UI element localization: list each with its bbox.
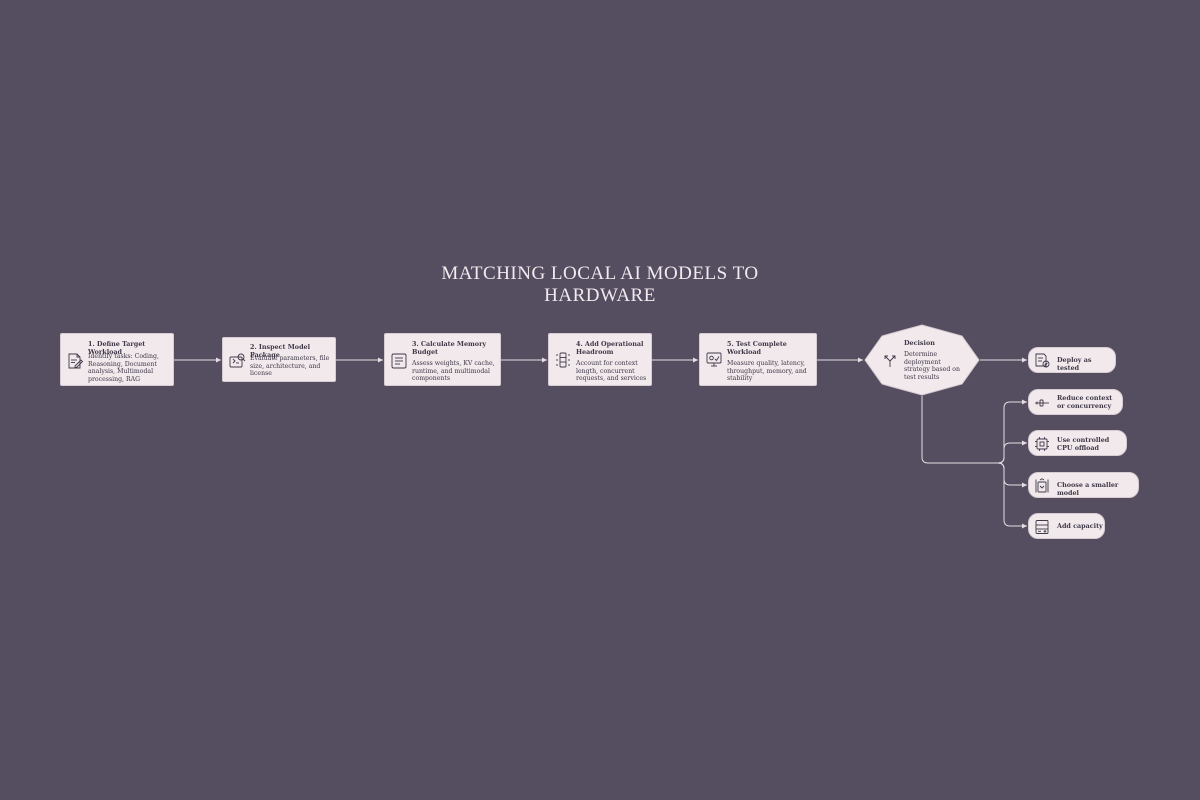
slider-reduce-icon [1035, 399, 1049, 407]
step-card-operational-headroom: 4. Add Operational Headroom Account for … [548, 333, 652, 386]
shrink-box-icon [1035, 478, 1049, 493]
edge-branch-smaller [997, 462, 1027, 488]
outcome-smaller-model: Choose a smaller model [1028, 472, 1139, 498]
add-storage-icon [1035, 520, 1049, 534]
deploy-check-icon [1035, 353, 1050, 368]
edge-decision-branch-trunk [921, 396, 998, 464]
decision-node: Decision Determine deployment strategy b… [864, 324, 980, 396]
step-description: Evaluate parameters, file size, architec… [250, 355, 330, 378]
step-description: Measure quality, latency, throughput, me… [727, 360, 807, 383]
decision-description: Determine deployment strategy based on t… [904, 351, 961, 381]
outcome-label: Deploy as tested [1057, 356, 1092, 372]
diagram-title-line-2: HARDWARE [544, 285, 656, 306]
step-card-memory-budget: 3. Calculate Memory Budget Assess weight… [384, 333, 501, 386]
step-card-test-workload: 5. Test Complete Workload Measure qualit… [699, 333, 817, 386]
edge-branch-cpu [997, 440, 1027, 464]
step-description: Identify tasks: Coding, Reasoning, Docum… [88, 353, 159, 383]
step-card-define-workload: 1. Define Target Workload Identify tasks… [60, 333, 174, 386]
edge-branch-reduce [997, 399, 1027, 464]
outcome-label: Choose a smaller model [1057, 481, 1119, 497]
step-title: 2. Inspect Model Package [250, 343, 311, 359]
edge-branch-capacity [997, 462, 1027, 529]
decision-title: Decision [904, 339, 935, 347]
outcome-label: Reduce context or concurrency [1057, 394, 1113, 410]
monitor-test-icon [706, 352, 722, 367]
step-title: 3. Calculate Memory Budget [412, 340, 487, 356]
outcome-reduce-context: Reduce context or concurrency [1028, 389, 1123, 415]
server-rack-icon [556, 352, 570, 368]
memory-list-icon [391, 353, 407, 369]
outcome-deploy-as-tested: Deploy as tested [1028, 347, 1116, 373]
step-description: Assess weights, KV cache, runtime, and m… [412, 360, 495, 383]
outcome-add-capacity: Add capacity [1028, 513, 1105, 539]
step-title: 4. Add Operational Headroom [576, 340, 644, 356]
step-description: Account for context length, concurrent r… [576, 360, 647, 383]
outcome-label: Add capacity [1057, 522, 1103, 530]
outcome-cpu-offload: Use controlled CPU offload [1028, 430, 1127, 456]
decision-hexagon-shape [864, 324, 980, 396]
split-arrows-icon [884, 355, 896, 367]
cpu-chip-icon [1035, 437, 1049, 451]
document-edit-icon [68, 353, 84, 369]
step-title: 5. Test Complete Workload [727, 340, 787, 356]
diagram-title-line-1: MATCHING LOCAL AI MODELS TO [441, 263, 759, 284]
package-inspect-icon [229, 353, 246, 368]
outcome-label: Use controlled CPU offload [1057, 436, 1110, 452]
diagram-title: MATCHING LOCAL AI MODELS TO HARDWARE [0, 263, 1200, 307]
step-card-inspect-package: 2. Inspect Model Package Evaluate parame… [222, 337, 336, 382]
step-title: 1. Define Target Workload [88, 340, 146, 356]
